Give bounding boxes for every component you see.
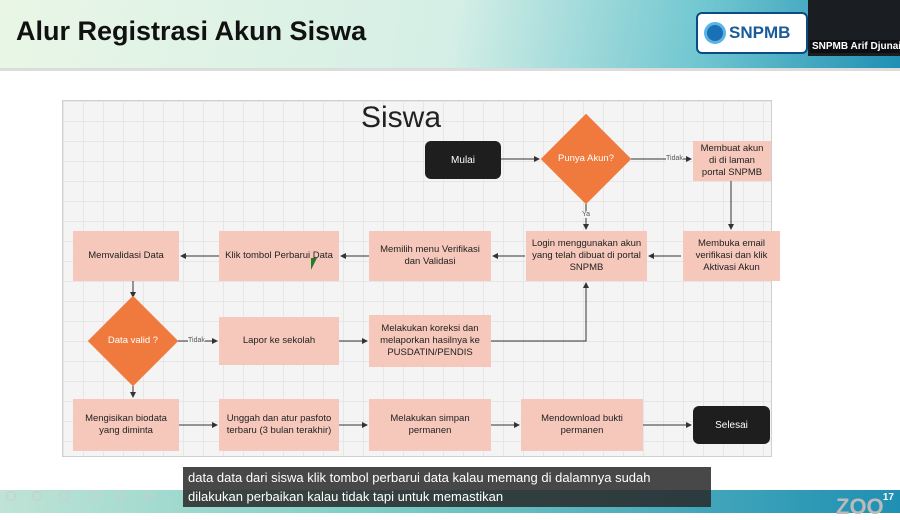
step-login: Login menggunakan akun yang telah dibuat… (526, 231, 647, 281)
decision-has-account: Punya Akun? (540, 113, 632, 205)
control-icon[interactable] (88, 491, 98, 501)
decision-has-account-label: Punya Akun? (558, 153, 614, 165)
snpmb-logo: SNPMB (696, 12, 808, 54)
step-open-email: Membuka email verifikasi dan klik Aktiva… (683, 231, 780, 281)
step-choose-menu: Memilih menu Verifikasi dan Validasi (369, 231, 491, 281)
control-icon[interactable] (144, 491, 154, 501)
diagram-title: Siswa (361, 101, 442, 134)
control-icon[interactable] (6, 491, 16, 501)
live-caption: data data dari siswa klik tombol perbaru… (183, 467, 711, 507)
logo-text: SNPMB (729, 23, 791, 42)
step-click-update: Klik tombol Perbarui Data (219, 231, 339, 281)
step-download-proof: Mendownload bukti permanen (521, 399, 643, 451)
flowchart: Siswa Mulai Punya Akun? Tidak Ya Membuat… (62, 100, 780, 457)
slide-header: Alur Registrasi Akun Siswa SNPMB SNPMB A… (0, 0, 900, 68)
control-icon[interactable] (116, 491, 126, 501)
zoom-watermark: ZOO (836, 494, 884, 519)
flow-connectors (130, 156, 734, 428)
step-fill-biodata: Mengisikan biodata yang diminta (73, 399, 179, 451)
step-report-school: Lapor ke sekolah (219, 317, 339, 365)
control-icon[interactable] (32, 491, 42, 501)
decision-data-valid-label: Data valid ? (107, 335, 159, 347)
end-node: Selesai (693, 406, 770, 444)
label-no-valid: Tidak (188, 337, 205, 344)
step-validate: Memvalidasi Data (73, 231, 179, 281)
step-save-permanent: Melakukan simpan permanen (369, 399, 491, 451)
mouse-cursor-icon (311, 258, 317, 270)
step-correction: Melakukan koreksi dan melaporkan hasilny… (369, 315, 491, 367)
control-icon[interactable] (60, 491, 70, 501)
logo-emblem-icon (704, 22, 726, 44)
step-upload-photo: Unggah dan atur pasfoto terbaru (3 bulan… (219, 399, 339, 451)
slide-title: Alur Registrasi Akun Siswa (16, 16, 367, 46)
decision-data-valid: Data valid ? (87, 295, 179, 387)
page-number: 17 (882, 492, 894, 503)
start-node: Mulai (425, 141, 501, 179)
label-no: Tidak (666, 155, 683, 162)
step-create-account: Membuat akun di di laman portal SNPMB (693, 141, 771, 181)
participant-name: SNPMB Arif Djunaidy (810, 40, 900, 53)
label-yes: Ya (582, 211, 591, 218)
header-divider (0, 68, 900, 71)
participant-video[interactable]: SNPMB Arif Djunaidy (808, 0, 900, 56)
